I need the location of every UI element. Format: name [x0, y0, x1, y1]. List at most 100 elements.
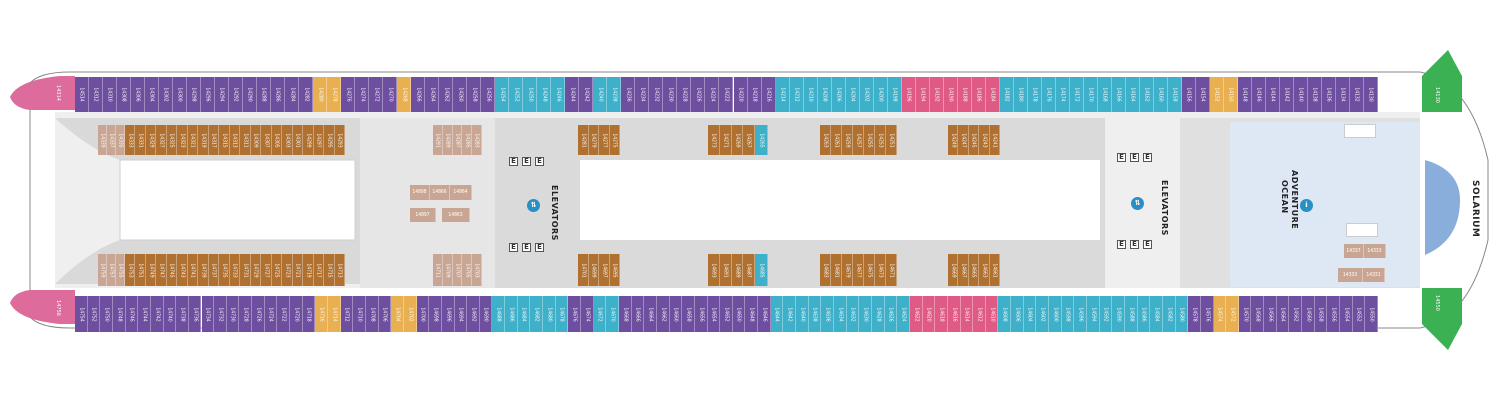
cabin[interactable]: 14265 [755, 125, 768, 155]
cabin[interactable]: 14294 [215, 77, 230, 112]
cabin[interactable]: 14270 [383, 77, 398, 112]
cabin[interactable]: 14681 [831, 254, 842, 286]
cabin[interactable]: 14697 [599, 254, 610, 286]
cabin[interactable]: 14712 [340, 296, 354, 332]
cabin[interactable]: 14612 [973, 296, 986, 332]
cabin[interactable]: 14735 [219, 254, 230, 286]
cabin[interactable]: 14321 [187, 125, 199, 155]
cabin[interactable]: 14317 [208, 125, 220, 155]
cabin[interactable]: 14652 [720, 296, 733, 332]
cabin[interactable]: 14291 [433, 125, 443, 155]
cabin[interactable]: 14285 [462, 125, 473, 155]
cabin[interactable]: 14716 [315, 296, 328, 332]
cabin[interactable]: 14660 [669, 296, 683, 332]
cabin[interactable]: 14673 [875, 254, 886, 286]
cabin[interactable]: 14586 [1137, 296, 1151, 332]
cabin[interactable]: 14337 [1344, 244, 1364, 258]
cabin[interactable]: 14707 [452, 254, 463, 286]
cabin[interactable]: 14678 [555, 296, 569, 332]
cabin[interactable]: 14260 [453, 77, 468, 112]
cabin[interactable]: 14754 [75, 296, 88, 332]
cabin[interactable]: 14580 [1175, 296, 1189, 332]
cabin[interactable]: 14897 [410, 208, 436, 222]
cabin[interactable]: 14190 [943, 77, 958, 112]
cabin[interactable]: 14744 [138, 296, 151, 332]
cabin[interactable]: 14691 [719, 254, 732, 286]
cabin[interactable]: 14677 [853, 254, 864, 286]
cabin[interactable]: 14598 [1061, 296, 1075, 332]
cabin[interactable]: 14662 [656, 296, 670, 332]
cabin[interactable]: 14602 [1036, 296, 1050, 332]
cabin[interactable]: 14672 [593, 296, 607, 332]
cabin[interactable]: 14596 [1074, 296, 1088, 332]
cabin[interactable]: 14178 [1027, 77, 1042, 112]
cabin[interactable]: 14654 [707, 296, 721, 332]
cabin[interactable]: 14738 [176, 296, 189, 332]
cabin[interactable]: 14711 [433, 254, 443, 286]
cabin[interactable]: 14658 [682, 296, 695, 332]
cabin[interactable]: 14562 [1289, 296, 1303, 332]
cabin[interactable]: 14301 [292, 125, 304, 155]
cabin[interactable]: 14723 [282, 254, 293, 286]
cabin[interactable]: 14694 [454, 296, 468, 332]
cabin[interactable]: 14720 [290, 296, 303, 332]
cabin[interactable]: 14226 [691, 77, 706, 112]
cabin[interactable]: 14240 [593, 77, 608, 112]
cabin[interactable]: 14705 [462, 254, 473, 286]
cabin[interactable]: 14743 [177, 254, 188, 286]
cabin[interactable]: 14755 [116, 254, 125, 286]
cabin[interactable]: 14160 [1153, 77, 1168, 112]
cabin[interactable]: 14180 [1013, 77, 1028, 112]
cabin[interactable]: 14594 [1087, 296, 1100, 332]
cabin[interactable]: 14302 [159, 77, 174, 112]
cabin[interactable]: 14212 [789, 77, 804, 112]
cabin[interactable]: 14584 [1150, 296, 1163, 332]
cabin[interactable]: 14298 [187, 77, 202, 112]
cabin[interactable]: 14150 [1223, 77, 1238, 112]
cabin[interactable]: 14898 [410, 185, 430, 200]
cabin[interactable]: 14737 [208, 254, 220, 286]
cabin[interactable]: 14206 [831, 77, 846, 112]
cabin[interactable]: 14560 [1302, 296, 1315, 332]
cabin[interactable]: 14690 [479, 296, 493, 332]
cabin[interactable]: 14170 [1083, 77, 1098, 112]
cabin[interactable]: 14752 [87, 296, 101, 332]
cabin[interactable]: 14693 [708, 254, 720, 286]
cabin[interactable]: 14704 [391, 296, 404, 332]
cabin[interactable]: 14335 [116, 125, 125, 155]
cabin[interactable]: 14252 [509, 77, 524, 112]
cabin[interactable]: 14676 [568, 296, 581, 332]
cabin[interactable]: 14687 [743, 254, 755, 286]
cabin[interactable]: 14210 [803, 77, 818, 112]
cabin[interactable]: 14632 [846, 296, 860, 332]
cabin[interactable]: 14172 [1069, 77, 1084, 112]
cabin[interactable]: 14863 [442, 208, 470, 222]
cabin[interactable]: 14222 [719, 77, 734, 112]
cabin[interactable]: 14247 [958, 125, 969, 155]
cabin[interactable]: 14674 [581, 296, 594, 332]
cabin[interactable]: 14132 [1349, 77, 1364, 112]
cabin[interactable]: 14741 [187, 254, 199, 286]
cabin[interactable]: 14279 [588, 125, 599, 155]
cabin[interactable]: 14670 [606, 296, 619, 332]
cabin[interactable]: 14736 [188, 296, 202, 332]
cabin[interactable]: 14700 [416, 296, 430, 332]
cabin[interactable]: 14684 [517, 296, 531, 332]
cabin[interactable]: 14266 [411, 77, 426, 112]
cabin[interactable]: 14297 [313, 125, 325, 155]
cabin[interactable]: 14759 [98, 254, 107, 286]
cabin[interactable]: 14271 [719, 125, 732, 155]
cabin[interactable]: 14303 [282, 125, 293, 155]
cabin[interactable]: 14236 [621, 77, 636, 112]
cabin[interactable]: 14331 [135, 125, 146, 155]
cabin[interactable]: 14606 [1011, 296, 1024, 332]
cabin[interactable]: 14731 [240, 254, 251, 286]
cabin[interactable]: 14248 [537, 77, 552, 112]
cabin[interactable]: 14556 [1327, 296, 1341, 332]
cabin[interactable]: 14726 [252, 296, 265, 332]
cabin[interactable]: 14255 [864, 125, 875, 155]
cabin[interactable]: 14721 [292, 254, 304, 286]
cabin[interactable]: 14156 [1181, 77, 1196, 112]
cabin[interactable]: 14339 [98, 125, 107, 155]
cabin[interactable]: 14259 [842, 125, 853, 155]
